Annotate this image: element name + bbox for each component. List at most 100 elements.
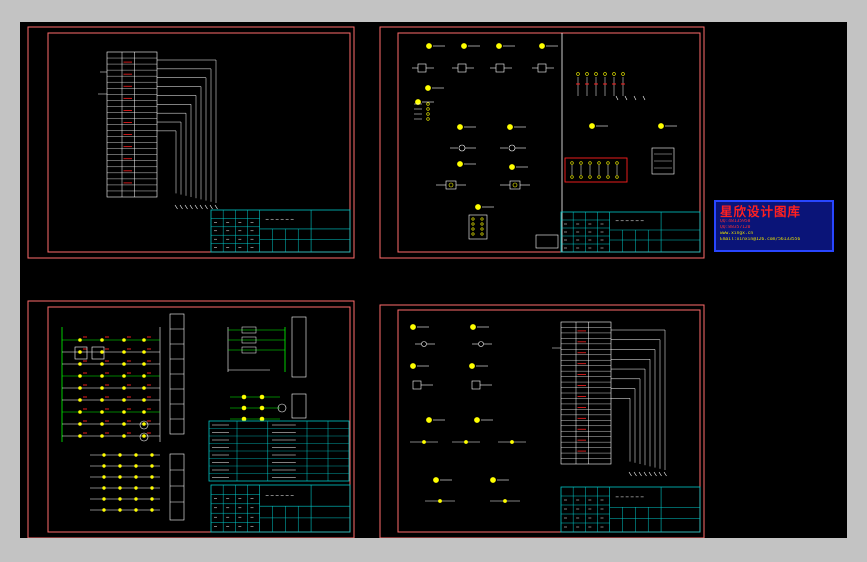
component-symbol — [469, 363, 475, 369]
contact — [134, 475, 138, 479]
relay-coil — [417, 63, 427, 73]
terminal — [612, 72, 616, 76]
contact — [150, 497, 154, 501]
component-symbol — [461, 43, 467, 49]
sheet-top-left[interactable] — [27, 26, 355, 259]
relay-coil — [445, 180, 457, 190]
fuse — [241, 326, 257, 334]
sheet-bottom-right[interactable] — [379, 304, 705, 539]
contact — [100, 398, 104, 402]
text-stroke — [184, 204, 188, 210]
terminal — [606, 161, 610, 165]
contact — [150, 508, 154, 512]
lamp — [139, 420, 149, 430]
terminal — [576, 72, 580, 76]
text-stroke — [194, 204, 198, 210]
terminal — [615, 175, 619, 179]
terminal — [512, 182, 518, 188]
contact — [122, 434, 126, 438]
terminal — [480, 227, 484, 231]
contact — [102, 508, 106, 512]
terminal — [603, 72, 607, 76]
title-block — [210, 484, 351, 533]
terminal — [621, 72, 625, 76]
contact — [118, 453, 122, 457]
terminal — [480, 232, 484, 236]
terminal — [471, 232, 475, 236]
watermark-line-1: QQ:48135958 — [720, 219, 751, 224]
terminal — [588, 161, 592, 165]
component-symbol — [457, 124, 463, 130]
motor — [277, 403, 287, 413]
title-block — [560, 486, 701, 533]
connector-block — [468, 214, 488, 240]
sheet-inner-border — [47, 32, 351, 253]
text-stroke — [633, 95, 637, 101]
control-panel-box — [564, 157, 628, 183]
terminal — [458, 144, 466, 152]
relay-block — [651, 147, 675, 175]
text-stroke — [209, 204, 213, 210]
terminal — [426, 117, 430, 121]
contact — [78, 374, 82, 378]
contact — [78, 422, 82, 426]
contact — [122, 422, 126, 426]
terminal-column — [169, 453, 185, 521]
contact — [102, 497, 106, 501]
terminal — [426, 107, 430, 111]
contact — [134, 453, 138, 457]
sheet-inner-border — [397, 309, 701, 533]
component-symbol — [457, 161, 463, 167]
contact — [134, 486, 138, 490]
contact — [78, 362, 82, 366]
relay-coil — [495, 63, 505, 73]
contact — [100, 338, 104, 342]
text-stroke — [642, 95, 646, 101]
contact — [438, 499, 442, 503]
terminal — [597, 161, 601, 165]
drawing-canvas[interactable]: 星欣设计图库 QQ:48135958 QQ:88357120 www.xingx… — [20, 22, 847, 539]
contact — [259, 394, 265, 400]
sheet-outer-border — [379, 26, 705, 259]
terminal — [480, 222, 484, 226]
text-stroke — [204, 204, 208, 210]
dashed-device — [91, 346, 105, 360]
component-symbol — [415, 99, 421, 105]
terminal — [597, 175, 601, 179]
component-symbol — [410, 324, 416, 330]
contact — [122, 398, 126, 402]
terminal — [426, 102, 430, 106]
dashed-device — [74, 346, 88, 360]
contact — [78, 434, 82, 438]
terminal-column — [291, 316, 307, 378]
sheet-top-right[interactable] — [379, 26, 705, 259]
terminal — [471, 227, 475, 231]
sheet-inner-border — [397, 32, 701, 253]
contact — [122, 362, 126, 366]
contact — [142, 386, 146, 390]
component-symbol — [475, 204, 481, 210]
terminal — [471, 222, 475, 226]
terminal — [606, 175, 610, 179]
watermark-line-2: QQ:88357120 — [720, 225, 751, 230]
terminal — [579, 175, 583, 179]
component-symbol — [509, 164, 515, 170]
watermark-stamp: 星欣设计图库 QQ:48135958 QQ:88357120 www.xingx… — [714, 200, 834, 252]
component-symbol — [426, 417, 432, 423]
label-box — [535, 234, 559, 249]
text-stroke — [638, 471, 642, 477]
component-symbol — [496, 43, 502, 49]
component-symbol — [490, 477, 496, 483]
watermark-title: 星欣设计图库 — [720, 204, 802, 219]
contact — [118, 464, 122, 468]
contact — [78, 338, 82, 342]
component-symbol — [589, 123, 595, 129]
contact — [118, 475, 122, 479]
text-stroke — [199, 204, 203, 210]
title-block — [210, 209, 351, 253]
contact — [134, 497, 138, 501]
sheet-bottom-left[interactable] — [27, 300, 355, 539]
contact — [142, 338, 146, 342]
contact — [150, 453, 154, 457]
contact — [142, 434, 146, 438]
